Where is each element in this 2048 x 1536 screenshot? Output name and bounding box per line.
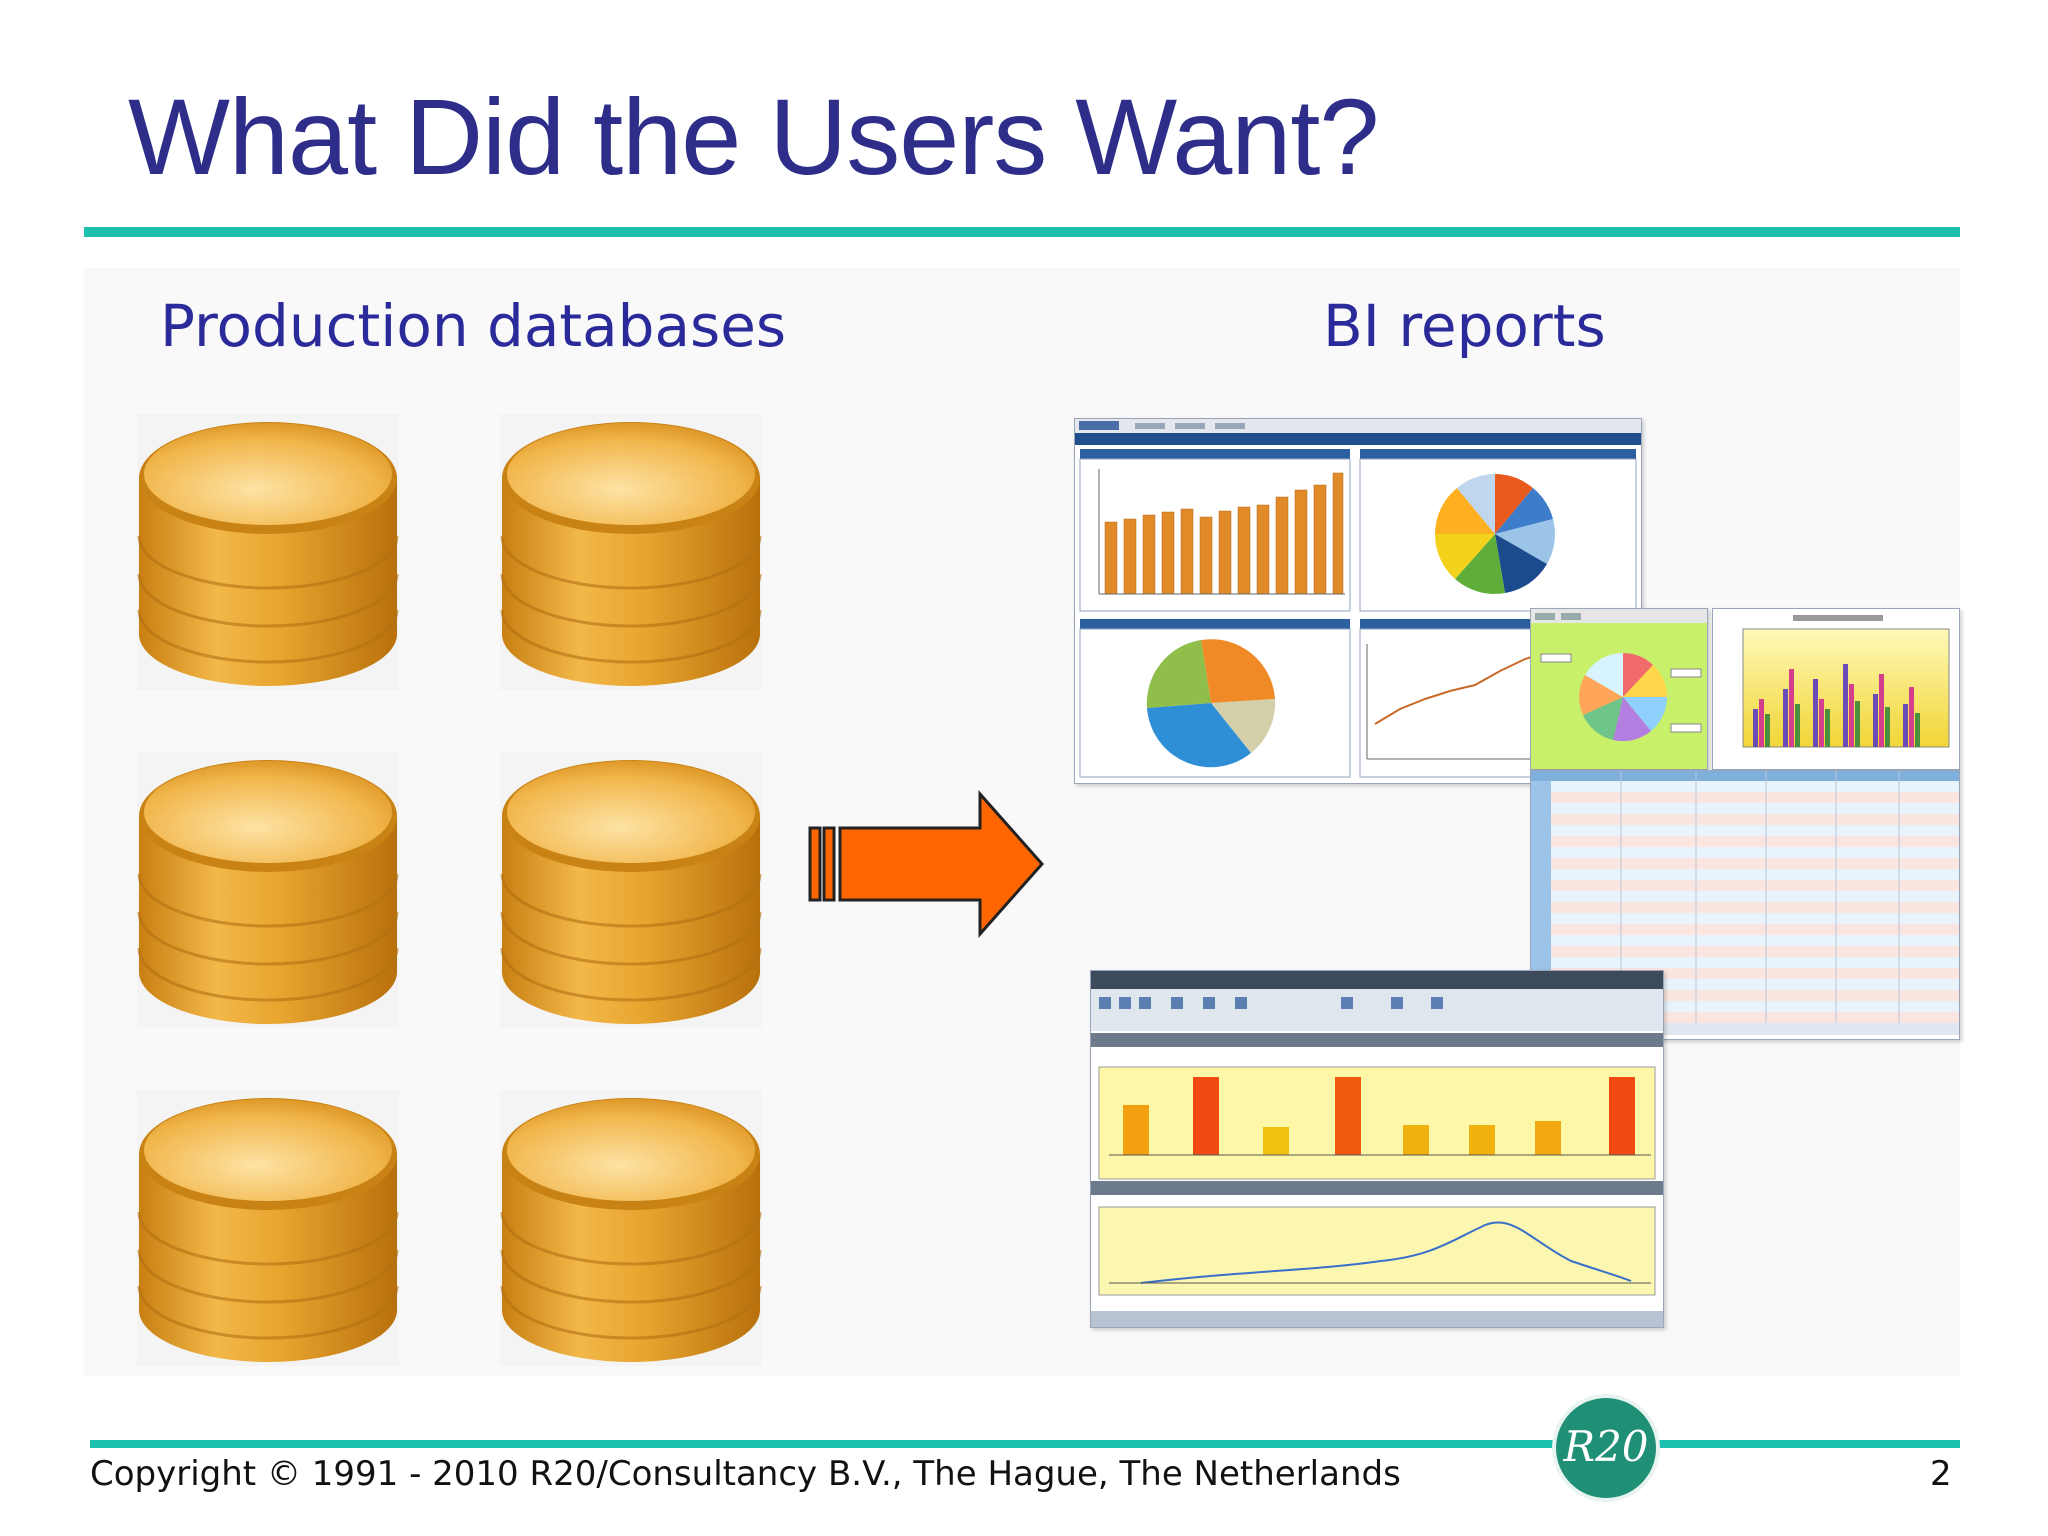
- footer-rule: [90, 1440, 1960, 1448]
- bi-reports-label: BI reports: [1323, 292, 1606, 360]
- r20-logo: R20: [1556, 1398, 1656, 1498]
- bi-table-report-screenshot: [1530, 770, 1960, 1040]
- database-icon: [500, 752, 762, 1028]
- footer-copyright: Copyright © 1991 - 2010 R20/Consultancy …: [90, 1454, 1401, 1494]
- bi-pie-report-screenshot: [1530, 608, 1708, 770]
- title-rule: [84, 227, 1960, 237]
- database-icon: [137, 414, 399, 690]
- bi-dashboard-screenshot: [1074, 418, 1642, 784]
- database-icon: [137, 1090, 399, 1366]
- bi-bar-report-screenshot: [1712, 608, 1960, 770]
- production-databases-label: Production databases: [160, 292, 787, 360]
- database-icon: [137, 752, 399, 1028]
- database-icon: [500, 414, 762, 690]
- slide-title: What Did the Users Want?: [128, 76, 1379, 197]
- bi-application-window-screenshot: [1090, 970, 1664, 1328]
- arrow-right-icon: [808, 790, 1044, 938]
- page-number: 2: [1930, 1454, 1952, 1494]
- logo-text: R20: [1563, 1422, 1649, 1471]
- database-icon: [500, 1090, 762, 1366]
